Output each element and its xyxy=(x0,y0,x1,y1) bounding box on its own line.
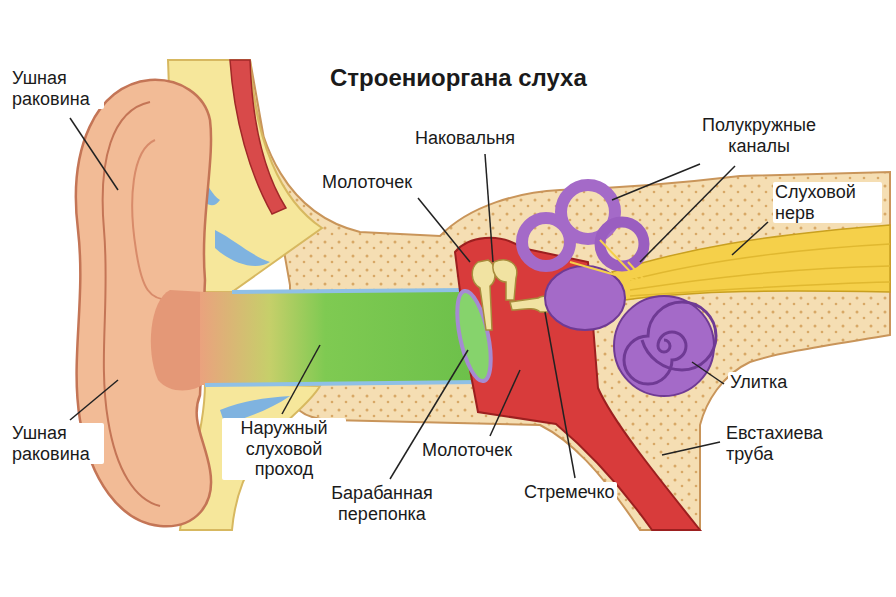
leader-line xyxy=(282,345,320,414)
vestibule xyxy=(545,266,625,330)
leader-line xyxy=(732,222,768,255)
leader-line xyxy=(662,442,720,455)
leader-line xyxy=(70,118,118,190)
leader-line xyxy=(545,312,575,478)
leader-line xyxy=(418,198,470,262)
auricle-fold xyxy=(132,140,170,300)
leader-line xyxy=(640,166,735,262)
concha xyxy=(151,290,205,391)
nerve-branch xyxy=(570,240,648,284)
auricle-fold xyxy=(103,102,160,506)
part-label: Евстахиева труба xyxy=(724,423,868,464)
leader-lines xyxy=(70,118,768,479)
muscle xyxy=(230,60,286,214)
part-label: Полукружные каналы xyxy=(672,115,846,156)
nerve-fiber xyxy=(630,244,890,296)
incus xyxy=(493,260,517,300)
leader-line xyxy=(485,154,493,262)
leader-line xyxy=(612,164,700,200)
part-label: Стремечко xyxy=(522,482,617,503)
cochlea-spiral xyxy=(624,302,716,384)
part-label: Барабанная перепонка xyxy=(305,483,459,524)
part-label: Молоточек xyxy=(420,440,514,461)
diagram-title: Строениоргана слуха xyxy=(330,64,587,92)
part-label: Наружный слуховой проход xyxy=(222,418,346,480)
auditory-nerve xyxy=(612,225,890,300)
leader-line xyxy=(692,362,724,384)
gland xyxy=(215,230,270,266)
canal-wall xyxy=(232,290,466,292)
part-label: Улитка xyxy=(728,372,789,393)
leader-line xyxy=(490,370,520,436)
part-label: Слуховой нерв xyxy=(773,182,882,223)
part-label: Молоточек xyxy=(320,172,414,193)
malleus xyxy=(472,260,495,330)
canal-wall xyxy=(205,382,478,385)
leader-line xyxy=(70,380,118,420)
part-label: Наковальня xyxy=(413,128,517,149)
part-label: Ушная раковина xyxy=(10,423,104,464)
ear-canal xyxy=(200,290,478,385)
part-label: Ушная раковина xyxy=(10,68,104,109)
semicircular-canal xyxy=(600,222,644,266)
